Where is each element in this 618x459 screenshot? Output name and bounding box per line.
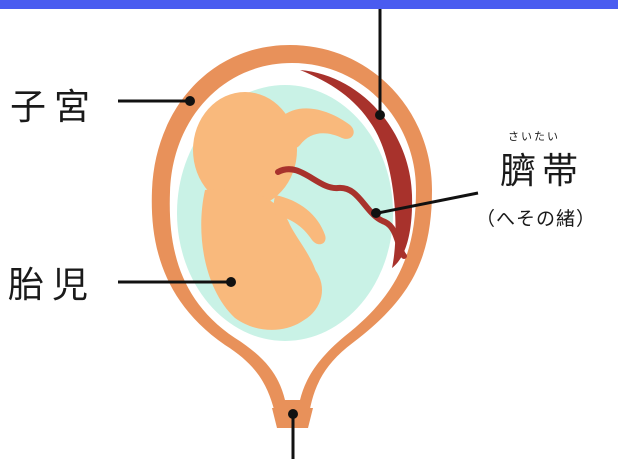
header-bar [0, 0, 618, 9]
leader-dot-cervix [288, 409, 298, 419]
umbilical-cord [275, 166, 407, 259]
fetus [193, 92, 354, 330]
leader-dot-placenta [375, 110, 385, 120]
placenta [300, 70, 413, 268]
fetus-arm [272, 195, 326, 245]
leader-line-cord [377, 191, 479, 215]
fetus-hip [242, 254, 322, 326]
label-uterus: 子宮 [10, 87, 99, 128]
label-umbilical-cord: 臍帯 [500, 151, 585, 192]
leader-dot-cord [371, 208, 381, 218]
label-umbilical-cord-subtitle: （へその緒） [476, 208, 597, 230]
label-fetus: 胎児 [8, 265, 97, 306]
leader-dot-fetus [226, 277, 236, 287]
leader-dot-uterus [185, 96, 195, 106]
fetus-head [193, 92, 297, 208]
label-umbilical-cord-ruby: さいたい [508, 130, 560, 143]
fetus-leg [280, 108, 354, 149]
